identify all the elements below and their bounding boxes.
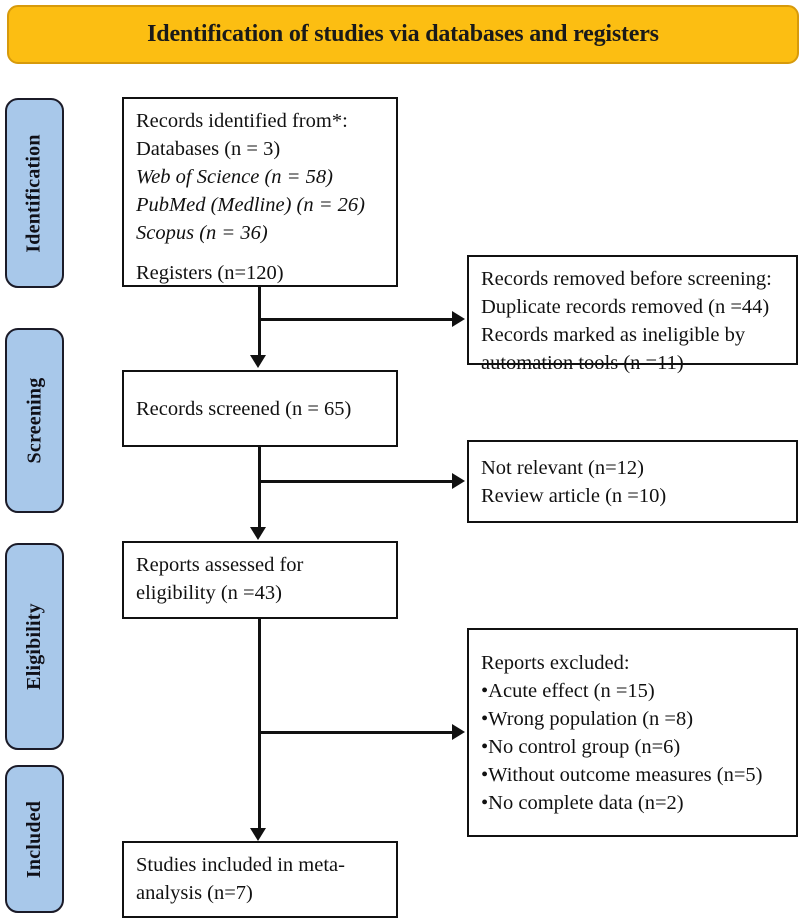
box-line: Review article (n =10) [481, 484, 667, 507]
box-line: Not relevant (n=12) [481, 456, 644, 479]
box-line: Records removed before screening: [481, 268, 772, 290]
arrow-right-icon [452, 724, 465, 740]
box-line: Records marked as ineligible by [481, 324, 746, 346]
arrow-down-icon [250, 527, 266, 540]
box-reports-excluded: Reports excluded: •Acute effect (n =15) … [467, 628, 798, 837]
box-records-screened: Records screened (n = 65) [122, 370, 398, 447]
box-line: Records identified from*: [136, 110, 348, 132]
stage-label-identification: Identification [23, 133, 46, 253]
box-line: Web of Science (n = 58) [136, 166, 333, 188]
stage-label-included: Included [23, 800, 45, 878]
box-line: automation tools (n =11) [481, 352, 684, 374]
stage-pill-identification: Identification [5, 98, 64, 288]
box-line: eligibility (n =43) [136, 582, 282, 604]
box-not-relevant-review-article: Not relevant (n=12) Review article (n =1… [467, 440, 798, 523]
box-line: Reports excluded: [481, 651, 630, 674]
box-line: •No complete data (n=2) [481, 791, 684, 814]
box-line: •No control group (n=6) [481, 735, 681, 758]
connector-eligibility-to-included [258, 619, 261, 830]
page-title: Identification of studies via databases … [147, 21, 659, 47]
box-reports-assessed-eligibility: Reports assessed for eligibility (n =43) [122, 541, 398, 619]
connector-identified-to-screened [258, 287, 261, 357]
connector-screened-to-not-relevant [258, 480, 454, 483]
box-records-identified: Records identified from*: Databases (n =… [122, 97, 398, 287]
box-line: Databases (n = 3) [136, 138, 281, 160]
box-line: Duplicate records removed (n =44) [481, 296, 770, 318]
box-line-spacer [136, 247, 386, 259]
connector-identified-to-removed [258, 318, 454, 321]
header-banner: Identification of studies via databases … [7, 5, 799, 64]
stage-pill-screening: Screening [5, 328, 64, 513]
box-line: Scopus (n = 36) [136, 222, 268, 244]
box-line: Reports assessed for [136, 554, 304, 576]
connector-screened-to-eligibility [258, 447, 261, 529]
stage-pill-eligibility: Eligibility [5, 543, 64, 750]
arrow-down-icon [250, 828, 266, 841]
box-line: Registers (n=120) [136, 262, 284, 284]
stage-label-screening: Screening [23, 377, 45, 464]
box-records-removed-before-screening: Records removed before screening: Duplic… [467, 255, 798, 374]
box-line: analysis (n=7) [136, 882, 253, 904]
stage-pill-included: Included [5, 765, 64, 913]
box-line: •Wrong population (n =8) [481, 707, 694, 730]
box-line: Records screened (n = 65) [136, 397, 352, 420]
box-line: •Without outcome measures (n=5) [481, 763, 763, 786]
stage-label-eligibility: Eligibility [23, 603, 46, 690]
box-line: PubMed (Medline) (n = 26) [136, 194, 366, 216]
arrow-down-icon [250, 355, 266, 368]
box-line: •Acute effect (n =15) [481, 679, 655, 702]
arrow-right-icon [452, 473, 465, 489]
connector-eligibility-to-excluded [258, 731, 454, 734]
box-line: Studies included in meta- [136, 854, 345, 876]
arrow-right-icon [452, 311, 465, 327]
box-studies-included: Studies included in meta- analysis (n=7) [122, 841, 398, 918]
